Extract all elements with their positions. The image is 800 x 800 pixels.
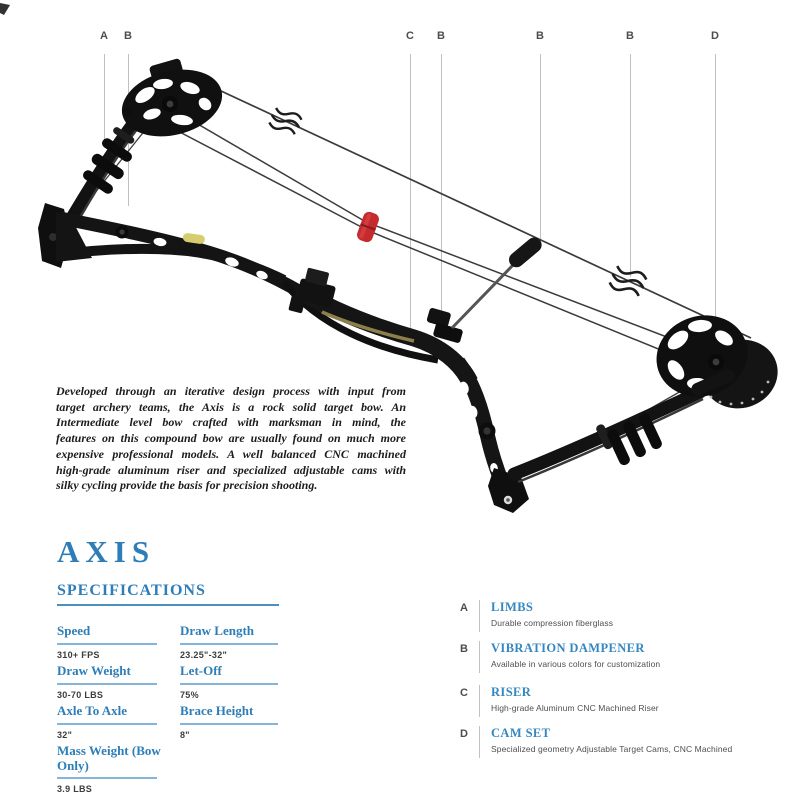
legend-letter: B [460, 643, 468, 655]
spec-value: 32" [57, 729, 73, 740]
spec-label: Speed [57, 623, 91, 638]
spec-value: 23.25"-32" [180, 649, 228, 660]
callout-leader-line [104, 54, 105, 146]
spec-underline [180, 642, 278, 645]
spec-mass-weight: Mass Weight (Bow Only) 3.9 LBS [57, 743, 169, 794]
spec-underline [180, 682, 278, 685]
callout-leader-line [630, 54, 631, 277]
legend-description: Durable compression fiberglass [491, 618, 614, 628]
spec-label: Brace Height [180, 703, 254, 718]
callout-riser: C [402, 30, 418, 336]
legend-letter: D [460, 728, 468, 740]
legend-item-limbs: A LIMBS Durable compression fiberglass [460, 600, 613, 632]
legend-letter: A [460, 602, 468, 614]
spec-underline [57, 642, 157, 645]
callout-letter: B [437, 30, 445, 42]
legend-divider [479, 726, 480, 758]
product-description: Developed through an iterative design pr… [56, 384, 406, 494]
callout-dampener-suppressor: B [532, 30, 548, 243]
spec-axle-to-axle: Axle To Axle 32" [57, 703, 169, 740]
description-line: target archery teams, the Axis is a rock… [56, 399, 406, 414]
legend-divider [479, 600, 480, 632]
legend-description: Available in various colors for customiz… [491, 659, 661, 669]
description-line: expensive professional models. A well ba… [56, 446, 406, 461]
spec-underline [180, 722, 278, 725]
legend-item-riser: C RISER High-grade Aluminum CNC Machined… [460, 685, 659, 717]
legend-item-vibration-dampener: B VIBRATION DAMPENER Available in variou… [460, 641, 660, 673]
spec-label: Draw Length [180, 623, 255, 638]
legend-title: LIMBS [491, 600, 534, 614]
spec-value: 8" [180, 729, 190, 740]
legend-title: RISER [491, 685, 532, 699]
callout-letter: B [536, 30, 544, 42]
spec-label: Axle To Axle [57, 703, 128, 718]
callout-dampener-riser: B [433, 30, 449, 311]
spec-brace-height: Brace Height 8" [180, 703, 292, 740]
spec-draw-length: Draw Length 23.25"-32" [180, 623, 292, 660]
spec-value: 3.9 LBS [57, 784, 93, 794]
callout-dampener-string: B [622, 30, 638, 277]
callout-letter: B [626, 30, 634, 42]
callout-leader-line [128, 54, 129, 206]
spec-value: 310+ FPS [57, 649, 100, 660]
callout-dampener-limb: B [120, 30, 136, 206]
callout-leader-line [441, 54, 442, 311]
spec-underline [57, 722, 157, 725]
callout-letter: D [711, 30, 719, 42]
callout-limbs: A [96, 30, 112, 146]
callout-letter: C [406, 30, 414, 42]
legend-title: VIBRATION DAMPENER [491, 641, 645, 655]
description-line: Intermediate level bow crafted with mark… [56, 415, 406, 430]
legend-divider [479, 685, 480, 717]
description-line: Developed through an iterative design pr… [56, 384, 406, 398]
specifications-heading: SPECIFICATIONS [57, 582, 206, 599]
legend-item-cam-set: D CAM SET Specialized geometry Adjustabl… [460, 726, 732, 758]
product-name: AXIS [57, 534, 156, 569]
spec-label: Draw Weight [57, 663, 131, 678]
specifications-heading-underline [57, 604, 279, 606]
legend-description: High-grade Aluminum CNC Machined Riser [491, 703, 659, 713]
spec-speed: Speed 310+ FPS [57, 623, 169, 660]
description-line: high-grade aluminum riser and specialize… [56, 462, 406, 477]
spec-underline [57, 682, 157, 685]
legend-divider [479, 641, 480, 673]
callout-letter: B [124, 30, 132, 42]
callout-leader-line [410, 54, 411, 336]
spec-value: 30-70 LBS [57, 689, 104, 700]
legend-letter: C [460, 687, 468, 699]
spec-label: Let-Off [180, 663, 222, 678]
callout-letter: A [100, 30, 108, 42]
legend-description: Specialized geometry Adjustable Target C… [491, 744, 733, 754]
callout-cam-set: D [707, 30, 723, 329]
callout-leader-line [540, 54, 541, 243]
legend-title: CAM SET [491, 726, 551, 740]
callout-leader-line [715, 54, 716, 329]
description-line: features on this compound bow are usuall… [56, 431, 406, 446]
spec-underline [57, 777, 157, 779]
spec-let-off: Let-Off 75% [180, 663, 292, 700]
description-line: silky cycling provide the basis for prec… [56, 478, 318, 493]
spec-value: 75% [180, 689, 199, 700]
spec-label: Mass Weight (Bow Only) [57, 743, 161, 773]
spec-draw-weight: Draw Weight 30-70 LBS [57, 663, 169, 700]
